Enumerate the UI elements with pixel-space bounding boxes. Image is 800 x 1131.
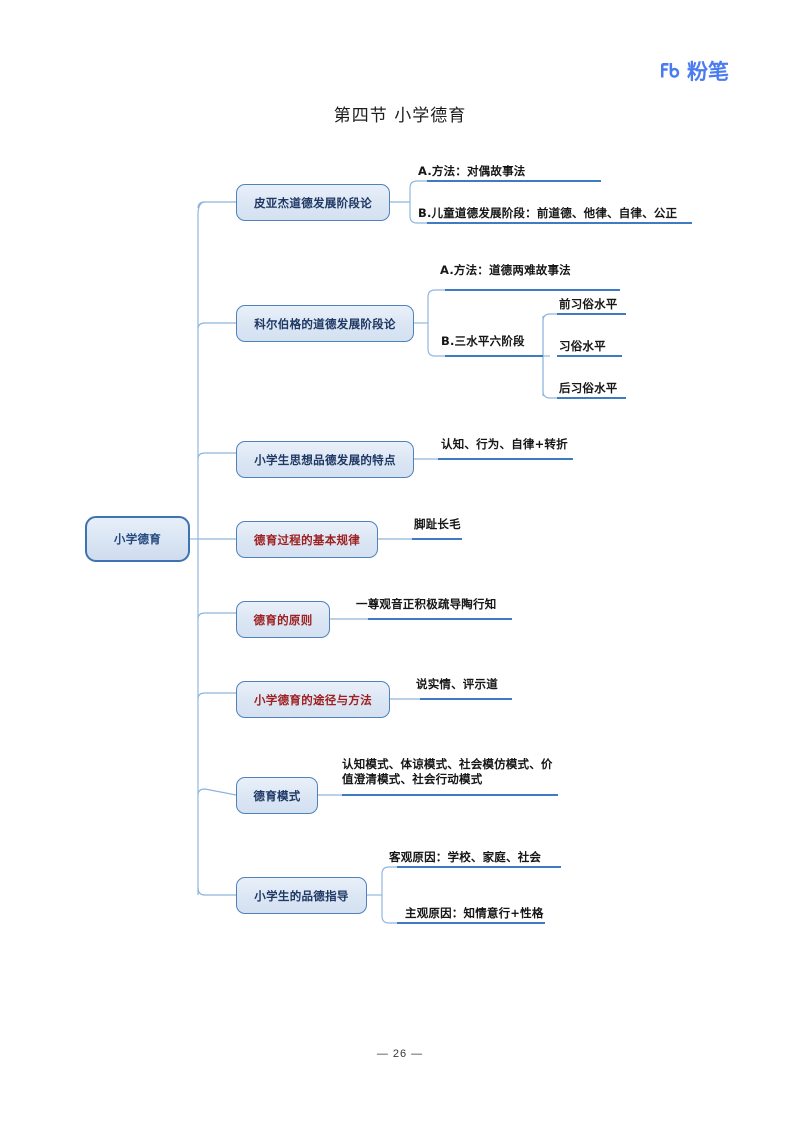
leaf-moral-traits-detail: 认知、行为、自律+转折 [441, 437, 568, 451]
leaf-postconventional-level: 后习俗水平 [559, 381, 618, 395]
page-number: — 26 — [376, 1048, 424, 1060]
mindmap-root-node[interactable]: 小学德育 [85, 516, 190, 562]
branch-label: 小学德育的途径与方法 [254, 692, 372, 707]
leaf-objective-causes: 客观原因：学校、家庭、社会 [389, 850, 542, 864]
branch-node-kohlberg[interactable]: 科尔伯格的道德发展阶段论 [236, 305, 414, 342]
branch-label: 皮亚杰道德发展阶段论 [254, 195, 372, 210]
branch-label: 德育过程的基本规律 [253, 532, 361, 547]
branch-node-moral-process-laws[interactable]: 德育过程的基本规律 [236, 521, 378, 558]
leaf-subjective-causes: 主观原因：知情意行+性格 [405, 906, 544, 920]
page-title: 第四节 小学德育 [333, 106, 467, 126]
leaf-moral-ways-mnemonic: 说实情、评示道 [416, 677, 498, 691]
brand-logo: 粉笔 [657, 60, 729, 85]
leaf-piaget-stages: B.儿童道德发展阶段：前道德、他律、自律、公正 [418, 206, 678, 220]
leaf-kohlberg-levels: B.三水平六阶段 [441, 334, 525, 348]
root-label: 小学德育 [113, 532, 162, 546]
branch-node-moral-principles[interactable]: 德育的原则 [236, 601, 330, 638]
leaf-moral-process-mnemonic: 脚趾长毛 [414, 517, 461, 531]
leaf-kohlberg-method: A.方法：道德两难故事法 [440, 263, 571, 277]
branch-label: 小学生思想品德发展的特点 [254, 452, 396, 467]
fenbi-logo-icon [657, 60, 682, 85]
leaf-conventional-level: 习俗水平 [559, 339, 606, 353]
branch-node-moral-guidance[interactable]: 小学生的品德指导 [236, 877, 367, 914]
branch-node-moral-models[interactable]: 德育模式 [236, 777, 318, 814]
branch-label: 科尔伯格的道德发展阶段论 [254, 316, 396, 331]
leaf-piaget-method: A.方法：对偶故事法 [418, 164, 526, 178]
leaf-preconventional-level: 前习俗水平 [559, 297, 618, 311]
branch-node-moral-traits[interactable]: 小学生思想品德发展的特点 [236, 441, 414, 478]
branch-node-moral-ways-methods[interactable]: 小学德育的途径与方法 [236, 681, 390, 718]
leaf-moral-principles-mnemonic: 一尊观音正积极疏导陶行知 [356, 597, 497, 611]
branch-label: 德育模式 [253, 788, 301, 803]
leaf-moral-models-detail: 认知模式、体谅模式、社会模仿模式、价值澄清模式、社会行动模式 [342, 757, 553, 786]
brand-name: 粉笔 [687, 61, 729, 84]
branch-node-piaget[interactable]: 皮亚杰道德发展阶段论 [236, 184, 390, 221]
branch-label: 德育的原则 [253, 612, 313, 627]
branch-label: 小学生的品德指导 [254, 888, 349, 903]
